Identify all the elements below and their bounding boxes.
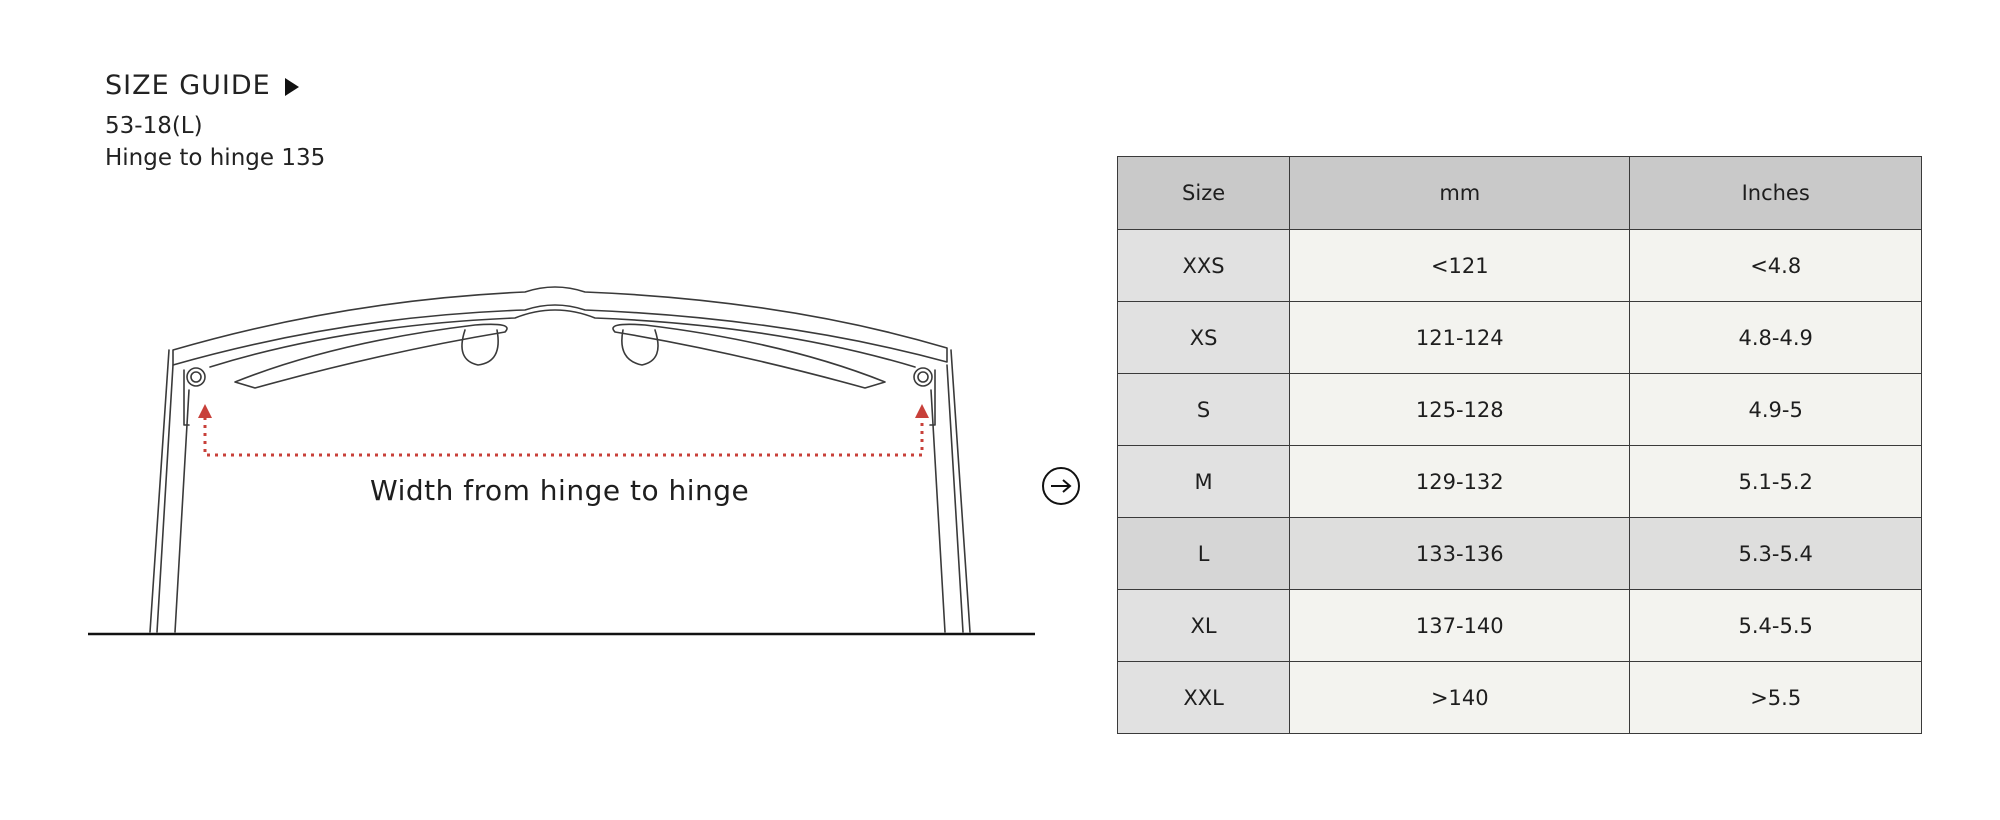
hinge-measurement: Hinge to hinge 135 — [105, 145, 326, 171]
size-cell: XXS — [1116, 229, 1291, 302]
table-row: XXL >140 >5.5 — [1116, 661, 1922, 734]
inches-cell: >5.5 — [1629, 661, 1922, 734]
left-measure-arrowhead — [198, 404, 212, 418]
column-header-inches: Inches — [1629, 156, 1922, 230]
mm-cell: >140 — [1289, 661, 1631, 734]
table-row: XXS <121 <4.8 — [1116, 229, 1922, 302]
inches-cell: 5.3-5.4 — [1629, 517, 1922, 590]
frame-top-bar — [172, 286, 948, 366]
table-header-row: Size mm Inches — [1116, 156, 1922, 230]
right-hinge — [913, 367, 933, 387]
table-row-highlighted: L 133-136 5.3-5.4 — [1116, 517, 1922, 590]
right-temple-inner — [930, 389, 946, 633]
mm-cell: 133-136 — [1289, 517, 1631, 590]
mm-cell: 129-132 — [1289, 445, 1631, 518]
mm-cell: <121 — [1289, 229, 1631, 302]
left-temple-inner — [174, 389, 190, 633]
inches-cell: 4.8-4.9 — [1629, 301, 1922, 374]
mm-cell: 121-124 — [1289, 301, 1631, 374]
measurement-indicator — [203, 417, 924, 457]
table-row: S 125-128 4.9-5 — [1116, 373, 1922, 446]
size-cell: M — [1116, 445, 1291, 518]
size-cell: L — [1116, 517, 1291, 590]
size-guide-header: SIZE GUIDE 53-18(L) Hinge to hinge 135 — [105, 70, 325, 171]
table-row: XL 137-140 5.4-5.5 — [1116, 589, 1922, 662]
size-chart-table: Size mm Inches XXS <121 <4.8 XS 121-124 … — [1116, 156, 1922, 734]
mm-cell: 137-140 — [1289, 589, 1631, 662]
column-header-mm: mm — [1289, 156, 1631, 230]
inches-cell: <4.8 — [1629, 229, 1922, 302]
left-hinge — [186, 367, 206, 387]
play-triangle-icon[interactable] — [284, 77, 299, 96]
left-lens-rim — [234, 323, 508, 389]
right-measure-arrowhead — [915, 404, 929, 418]
frame-brow-inner — [209, 309, 916, 368]
size-cell: S — [1116, 373, 1291, 446]
arrow-right-circle-icon — [1051, 479, 1072, 493]
right-nose-pad — [621, 329, 659, 366]
inches-cell: 5.1-5.2 — [1629, 445, 1922, 518]
table-row: XS 121-124 4.8-4.9 — [1116, 301, 1922, 374]
measurement-label: Width from hinge to hinge — [370, 474, 750, 507]
column-header-size: Size — [1116, 156, 1291, 230]
right-temple-outer — [950, 349, 971, 633]
table-row: M 129-132 5.1-5.2 — [1116, 445, 1922, 518]
size-cell: XXL — [1116, 661, 1291, 734]
frame-model-size: 53-18(L) — [105, 113, 203, 139]
glasses-frame-diagram — [88, 286, 1035, 636]
right-lens-rim — [612, 323, 886, 389]
size-guide-title[interactable]: SIZE GUIDE — [105, 70, 271, 101]
next-arrow-button[interactable] — [1042, 467, 1080, 505]
size-guide-toggle[interactable]: SIZE GUIDE — [105, 70, 325, 101]
left-nose-pad — [461, 329, 499, 366]
left-temple-outer — [149, 349, 170, 633]
inches-cell: 5.4-5.5 — [1629, 589, 1922, 662]
size-cell: XS — [1116, 301, 1291, 374]
mm-cell: 125-128 — [1289, 373, 1631, 446]
inches-cell: 4.9-5 — [1629, 373, 1922, 446]
size-cell: XL — [1116, 589, 1291, 662]
